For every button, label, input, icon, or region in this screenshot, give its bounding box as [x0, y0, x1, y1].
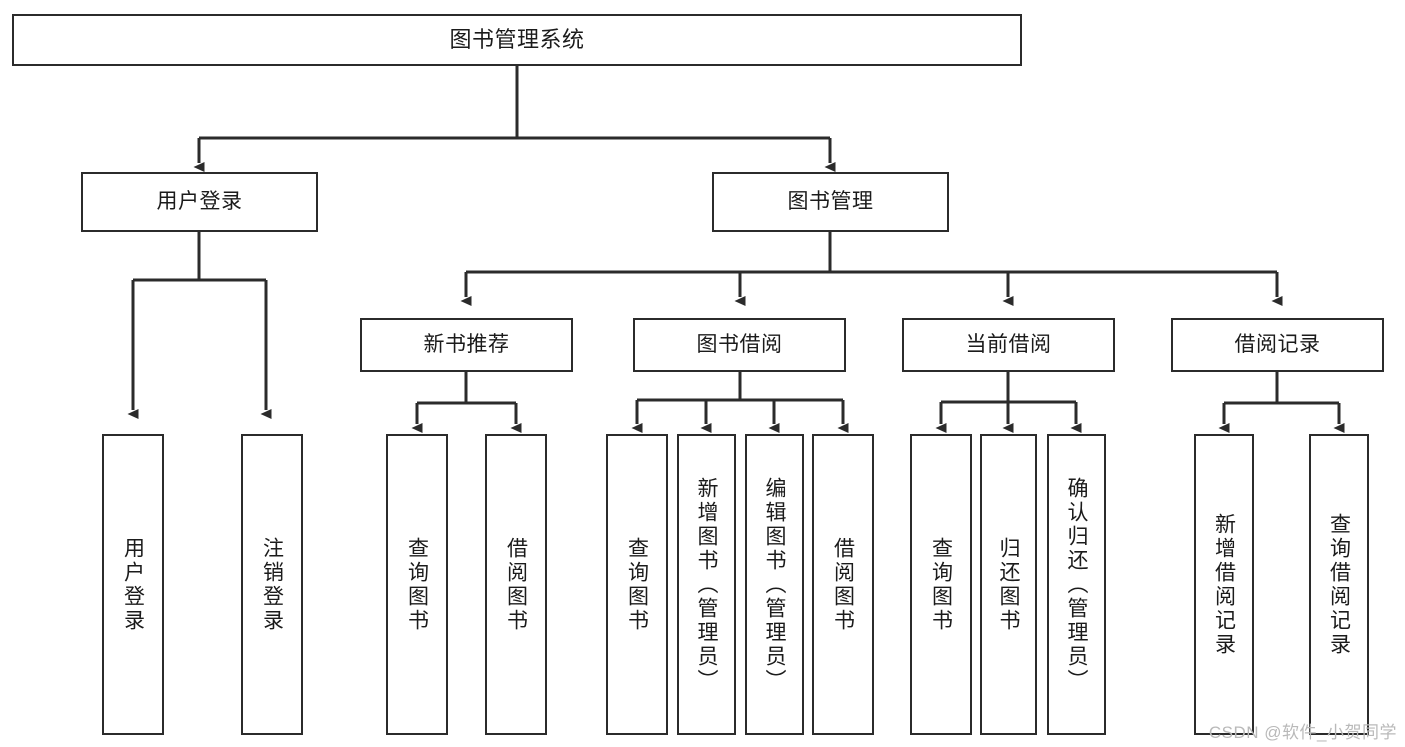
- node-label: 借阅图书: [504, 536, 528, 633]
- leaf-user-login[interactable]: 用户登录: [102, 434, 164, 735]
- leaf-return-book[interactable]: 归还图书: [980, 434, 1037, 735]
- node-current-borrow[interactable]: 当前借阅: [902, 318, 1115, 372]
- leaf-borrow-book-borrow[interactable]: 借阅图书: [812, 434, 874, 735]
- leaf-borrow-book-recommend[interactable]: 借阅图书: [485, 434, 547, 735]
- leaf-add-borrow-record[interactable]: 新增借阅记录: [1194, 434, 1254, 735]
- node-label: 确认归还（管理员）: [1065, 476, 1088, 693]
- node-label: 查询图书: [405, 536, 429, 633]
- node-book-manage[interactable]: 图书管理: [712, 172, 949, 232]
- node-borrow-record[interactable]: 借阅记录: [1171, 318, 1384, 372]
- node-user-login[interactable]: 用户登录: [81, 172, 318, 232]
- node-label: 用户登录: [156, 190, 243, 214]
- node-root-system[interactable]: 图书管理系统: [12, 14, 1022, 66]
- node-label: 图书管理系统: [449, 26, 585, 52]
- leaf-query-book-borrow[interactable]: 查询图书: [606, 434, 668, 735]
- node-label: 查询借阅记录: [1327, 512, 1351, 657]
- leaf-edit-book-admin[interactable]: 编辑图书（管理员）: [745, 434, 804, 735]
- node-label: 注销登录: [260, 536, 284, 633]
- node-label: 编辑图书（管理员）: [763, 476, 786, 693]
- leaf-query-borrow-record[interactable]: 查询借阅记录: [1309, 434, 1369, 735]
- node-new-book-recommend[interactable]: 新书推荐: [360, 318, 573, 372]
- node-label: 查询图书: [625, 536, 649, 633]
- leaf-query-book-current[interactable]: 查询图书: [910, 434, 972, 735]
- node-label: 新增图书（管理员）: [695, 476, 718, 693]
- node-label: 新书推荐: [423, 333, 510, 357]
- node-book-borrow[interactable]: 图书借阅: [633, 318, 846, 372]
- csdn-watermark: CSDN @软件_小贺同学: [1208, 723, 1397, 742]
- node-label: 查询图书: [929, 536, 953, 633]
- node-label: 借阅记录: [1234, 333, 1321, 357]
- node-label: 新增借阅记录: [1212, 512, 1236, 657]
- leaf-confirm-return-admin[interactable]: 确认归还（管理员）: [1047, 434, 1106, 735]
- node-label: 图书管理: [787, 190, 874, 214]
- node-label: 当前借阅: [965, 333, 1052, 357]
- node-label: 用户登录: [121, 536, 145, 633]
- node-label: 归还图书: [997, 536, 1020, 633]
- leaf-logout-login[interactable]: 注销登录: [241, 434, 303, 735]
- node-label: 借阅图书: [831, 536, 855, 633]
- leaf-query-book-recommend[interactable]: 查询图书: [386, 434, 448, 735]
- node-label: 图书借阅: [696, 333, 783, 357]
- leaf-add-book-admin[interactable]: 新增图书（管理员）: [677, 434, 736, 735]
